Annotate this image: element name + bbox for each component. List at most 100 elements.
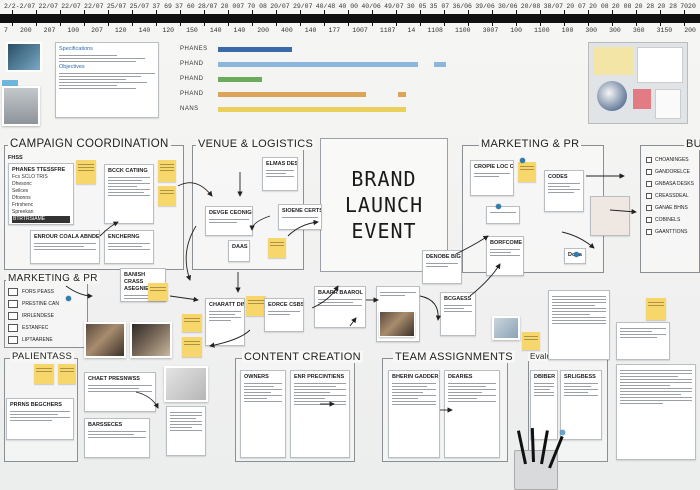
content-card-owners: OWNERS: [240, 370, 286, 458]
timeline-number-label: 207: [43, 27, 56, 34]
evaluation-card-debrief-title: DBIBER: [534, 374, 556, 380]
content-card-prescriptions-title: ENR PRECINTIENS: [294, 374, 345, 380]
brand-line-3: EVENT: [351, 219, 417, 243]
timeline-number-label: 140: [209, 27, 222, 34]
timeline-tick: [324, 10, 325, 26]
timeline-tick: [348, 10, 349, 26]
pushpin: [560, 430, 565, 435]
sticky-note: [518, 162, 536, 182]
gantt-row-label: PHAND: [180, 91, 204, 97]
sticky-note: [158, 160, 176, 182]
interior-card: [376, 286, 420, 342]
timeline-date-label: 20 08: [589, 3, 609, 10]
partnership-card-checks: PRRNS BEGCHERS: [6, 398, 74, 440]
specifications-title: Specifications: [59, 46, 93, 52]
marketing-card-locations: CROPIE LOC CIS: [470, 160, 514, 196]
budget-row-marker: [646, 181, 652, 187]
timeline-tick: [540, 10, 541, 26]
gantt-bar: [218, 62, 418, 67]
campaign-tag: FHSS: [8, 155, 23, 161]
budget-row-label: GNBASA DESKS: [655, 181, 694, 187]
timeline-number-label: 300: [609, 27, 621, 34]
pen-cup: [514, 450, 558, 490]
timeline-date-label: 37 69: [152, 3, 172, 10]
budget-row-marker: [646, 205, 652, 211]
brand-line-1: BRAND: [351, 167, 417, 191]
partnerships-title: PALIENTASS: [10, 351, 75, 362]
timeline-number-label: 200: [684, 27, 696, 34]
timeline-date-label: 25/07: [106, 3, 127, 10]
timeline-number-label: 100: [510, 27, 522, 34]
team-card-deadlines-title: DEARIES: [448, 374, 473, 380]
venue-photo: [130, 322, 172, 358]
timeline-number-label: 140: [233, 27, 246, 34]
timeline-number-label: 1100: [454, 27, 471, 34]
marketing-row-label: PRESTINE CAN: [22, 301, 59, 307]
budget-row-label: GANAE BHNS: [655, 205, 688, 211]
sticky-note: [646, 298, 666, 320]
timeline-number-label: 120: [114, 27, 127, 34]
timeline-tick: [156, 10, 157, 26]
evaluation-card-debrief: DBIBER: [530, 370, 558, 440]
timeline-date-label: 20 28: [657, 3, 677, 10]
campaign-row: BTRTRSIAME: [12, 216, 70, 223]
pushpin: [66, 296, 71, 301]
marketing-card-codes: CODES: [544, 170, 584, 212]
document-stack: [548, 290, 610, 360]
budget-row-marker: [646, 229, 652, 235]
timeline-tick: [180, 10, 181, 26]
evaluation-card-insights: SRLIGBESS: [560, 370, 602, 440]
timeline-number-label: 200: [19, 27, 32, 34]
evaluations-title: Evaluvas: [528, 352, 567, 361]
pushpin: [520, 158, 525, 163]
venue-card-resources: EORCE CSBSETOUS: [264, 298, 304, 332]
timeline-tick: [132, 10, 133, 26]
sticky-note: [182, 314, 202, 332]
timeline-tick: [684, 10, 685, 26]
timeline-tick: [468, 10, 469, 26]
timeline-number-label: 14: [407, 27, 416, 34]
brand-line-2: LAUNCH: [344, 193, 424, 217]
timeline-date-label: 40/48: [315, 3, 336, 10]
timeline-number-label: 1100: [534, 27, 550, 34]
partnership-document: [166, 406, 206, 456]
sticky-note: [148, 283, 168, 301]
timeline-tick: [396, 10, 397, 26]
pushpin: [574, 252, 579, 257]
arrow: [419, 295, 442, 321]
venue-card-charter: CHARATT DINEAR: [205, 298, 245, 346]
timeline-tick: [276, 10, 277, 26]
timeline-date-label: 49/07: [384, 3, 404, 10]
gantt-row-label: PHAND: [180, 61, 204, 67]
timeline-date-label: 39/06: [475, 3, 495, 10]
venue-card-barrel-title: BAARR BAAROL: [318, 290, 363, 296]
timeline-number-label: 207: [91, 27, 103, 34]
marketing-row-label: FORS PEASS: [22, 289, 54, 295]
timeline-number-label: 3007: [482, 27, 499, 34]
partnership-card-checks-title: PRRNS BEGCHERS: [10, 402, 62, 408]
marketing-row-marker: [8, 324, 18, 332]
timeline-number-label: 100: [561, 27, 574, 34]
campaign-row: Dhesonc: [12, 181, 32, 187]
campaign-card-enrollment: ENROUR COALA ABNDE: [30, 230, 100, 264]
timeline-number-label: 140: [138, 27, 151, 34]
venue-card-designers: DEVGE CEONIGNES: [205, 206, 253, 236]
venue-card-resources-title: EORCE CSBSETOUS: [268, 302, 304, 308]
timeline-tick: [372, 10, 373, 26]
timeline-number-label: 177: [328, 27, 341, 34]
timeline-number-label: 360: [632, 27, 645, 34]
timeline-tick: [108, 10, 109, 26]
partnership-card-bases-title: BARSSECES: [88, 422, 123, 428]
content-card-owners-title: OWNERS: [244, 374, 269, 380]
timeline-date-label: 7020: [680, 3, 696, 10]
timeline-bar: [0, 14, 700, 23]
gantt-bar: [396, 107, 406, 112]
timeline-tick: [84, 10, 85, 26]
budget-row-marker: [646, 217, 652, 223]
team-card-builder-title: BHERIN GADDER: [392, 374, 439, 380]
budget-row-label: GAANTTIONS: [655, 229, 688, 235]
timeline-date-label: 38/07: [543, 3, 564, 10]
timeline-tick: [612, 10, 613, 26]
timeline-tick: [300, 10, 301, 26]
